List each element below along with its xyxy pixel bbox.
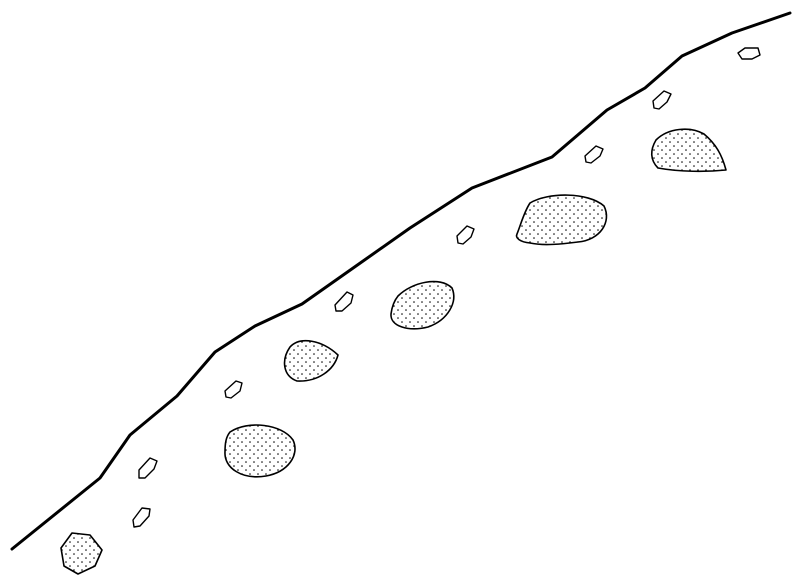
stippled-blob-5 — [517, 195, 607, 244]
pebble-6 — [585, 146, 603, 163]
stippled-blob-2 — [225, 425, 295, 477]
stippled-blob-4 — [391, 282, 454, 329]
pebble-1 — [133, 508, 150, 527]
pebble-7 — [653, 91, 671, 109]
pebble-8 — [738, 48, 760, 59]
pebble-3 — [225, 381, 242, 398]
stippled-blob-1 — [61, 533, 102, 574]
pebble-2 — [139, 458, 157, 478]
slope-line — [12, 13, 790, 549]
pebble-5 — [457, 226, 474, 244]
pebble-4 — [335, 292, 353, 311]
stippled-blob-6 — [652, 129, 726, 171]
stippled-blob-3 — [285, 341, 338, 381]
